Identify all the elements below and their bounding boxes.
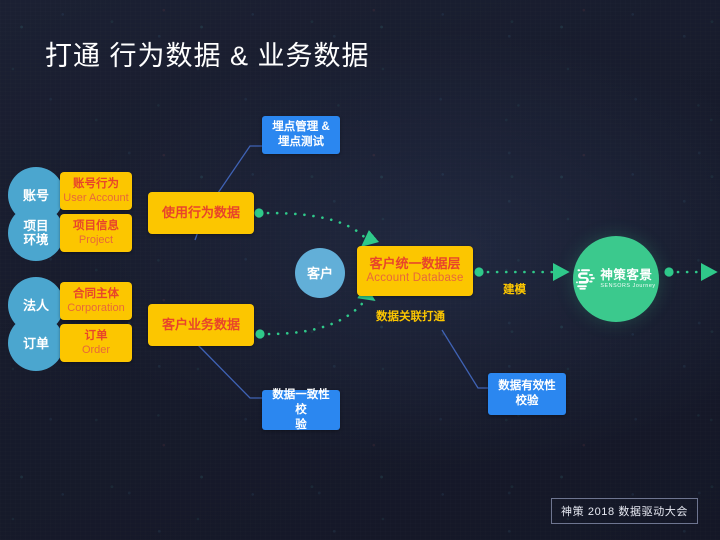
process-box-data-validity-label: 数据有效性校验 <box>498 380 556 407</box>
connector-central-to-validity <box>441 329 492 389</box>
process-box-data-consistency[interactable]: 数据一致性校验 <box>262 388 340 431</box>
brand-name-en: SENSORS Journey <box>600 282 656 289</box>
source-box-corporation-cn: 合同主体 <box>73 288 119 300</box>
customer-circle[interactable]: 客户 <box>295 248 345 298</box>
source-box-order[interactable]: 订单 Order <box>60 324 132 362</box>
brand-logo-circle: 神策客景 SENSORS Journey <box>573 236 659 322</box>
central-box-cn: 客户统一数据层 <box>369 256 461 271</box>
source-box-user-account-cn: 账号行为 <box>73 178 119 190</box>
aggregate-box-business-data[interactable]: 客户业务数据 <box>148 304 254 346</box>
source-box-corporation[interactable]: 合同主体 Corporation <box>60 282 132 320</box>
customer-circle-label: 客户 <box>306 265 333 281</box>
connector-dot-origin-modeling <box>474 267 484 277</box>
source-circle-project-label: 项目环境 <box>23 219 49 247</box>
source-box-order-en: Order <box>81 344 111 356</box>
connector-business-to-central <box>267 285 376 336</box>
brand-name-cn: 神策客景 <box>600 267 653 282</box>
source-box-corporation-en: Corporation <box>67 302 125 314</box>
source-circle-account-label: 账号 <box>22 187 49 203</box>
aggregate-box-behavior-data-label: 使用行为数据 <box>161 205 240 220</box>
central-box-account-database[interactable]: 客户统一数据层 Account Database <box>357 246 473 296</box>
connector-dot-origin-output <box>664 267 674 277</box>
flow-label-data-linkage: 数据关联打通 <box>376 311 445 323</box>
central-box-en: Account Database <box>366 272 464 284</box>
process-box-tracking-management[interactable]: 埋点管理 &埋点测试 <box>262 116 340 154</box>
page-title: 打通 行为数据 & 业务数据 <box>45 41 370 71</box>
connector-dot-origin-behavior <box>254 208 264 218</box>
source-box-project-info-cn: 项目信息 <box>73 220 119 232</box>
source-circle-order-label: 订单 <box>22 335 49 351</box>
connector-business-to-consistency <box>195 342 268 399</box>
aggregate-box-business-data-label: 客户业务数据 <box>161 317 240 332</box>
process-box-data-validity[interactable]: 数据有效性校验 <box>488 373 566 415</box>
connector-behavior-to-central <box>266 211 379 247</box>
source-box-project-info-en: Project <box>78 234 114 246</box>
process-box-data-consistency-label: 数据一致性校验 <box>272 388 330 431</box>
sensors-journey-logo-icon <box>576 269 596 290</box>
footer-conference-badge: 神策 2018 数据驱动大会 <box>551 498 698 524</box>
source-box-user-account[interactable]: 账号行为 User Account <box>60 172 132 210</box>
source-box-user-account-en: User Account <box>63 192 129 204</box>
connector-dot-origin-business <box>255 329 265 339</box>
source-circle-project[interactable]: 项目环境 <box>8 205 64 261</box>
process-box-tracking-management-label: 埋点管理 &埋点测试 <box>272 121 330 148</box>
source-circle-order[interactable]: 订单 <box>8 315 64 371</box>
flow-label-modeling: 建模 <box>503 284 526 296</box>
source-box-project-info[interactable]: 项目信息 Project <box>60 214 132 252</box>
aggregate-box-behavior-data[interactable]: 使用行为数据 <box>148 192 254 234</box>
source-box-order-cn: 订单 <box>84 330 108 342</box>
source-circle-legal-label: 法人 <box>22 297 49 313</box>
